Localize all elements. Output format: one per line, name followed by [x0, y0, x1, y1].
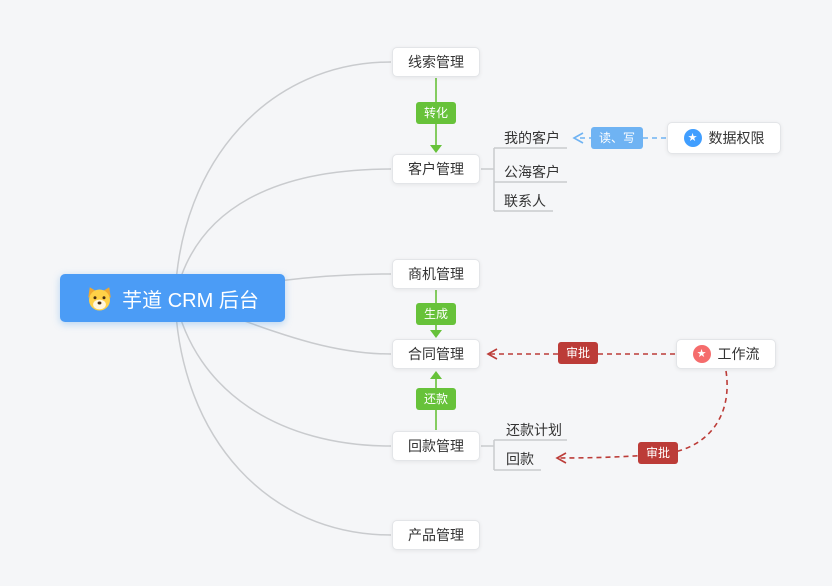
- node-workflow-label: 工作流: [717, 346, 760, 362]
- badge-approve-receivable[interactable]: 审批: [638, 442, 679, 464]
- badge-read-write[interactable]: 读、写: [591, 127, 644, 149]
- node-contracts[interactable]: 合同管理: [392, 339, 480, 369]
- node-customers[interactable]: 客户管理: [392, 154, 480, 184]
- leaf-payment[interactable]: 回款: [506, 451, 534, 467]
- badge-approve-contract[interactable]: 审批: [558, 342, 599, 364]
- node-products[interactable]: 产品管理: [392, 520, 480, 550]
- bracket-customers-children: [481, 147, 567, 212]
- arrow-repay-up-icon: [430, 371, 442, 379]
- node-leads-label: 线索管理: [408, 54, 464, 70]
- node-workflow[interactable]: ★ 工作流: [676, 339, 776, 369]
- node-data-permission-label: 数据权限: [708, 130, 765, 146]
- arrow-convert-down-icon: [430, 145, 442, 153]
- badge-convert[interactable]: 转化: [416, 102, 457, 124]
- bracket-receivables-children: [481, 439, 567, 471]
- arrow-read-write-left-icon: [572, 132, 584, 144]
- dog-mascot-icon: [88, 286, 111, 310]
- node-data-permission[interactable]: ★ 数据权限: [667, 122, 781, 154]
- arrow-approve-receivable-left-icon: [555, 452, 567, 464]
- node-opportunities[interactable]: 商机管理: [392, 259, 480, 289]
- leaf-repayment-plan[interactable]: 还款计划: [506, 422, 562, 438]
- root-node-label: 芋道 CRM 后台: [122, 289, 259, 312]
- leaf-my-customers[interactable]: 我的客户: [504, 130, 560, 146]
- leaf-public-customers[interactable]: 公海客户: [504, 164, 560, 180]
- star-icon: ★: [692, 345, 711, 363]
- leaf-contacts[interactable]: 联系人: [504, 193, 546, 209]
- node-customers-label: 客户管理: [408, 161, 464, 177]
- green-flow-arrows: [430, 78, 442, 430]
- arrow-approve-contract-left-icon: [486, 348, 498, 360]
- badge-repay[interactable]: 还款: [416, 388, 457, 410]
- node-products-label: 产品管理: [408, 527, 464, 543]
- curve-root-to-leads: [174, 61, 392, 299]
- curve-root-to-receivables: [174, 297, 392, 447]
- node-contracts-label: 合同管理: [408, 346, 464, 362]
- curve-root-to-products: [174, 297, 392, 536]
- node-receivables-label: 回款管理: [408, 438, 464, 454]
- node-leads[interactable]: 线索管理: [392, 47, 480, 77]
- curve-root-to-customers: [174, 168, 392, 299]
- star-icon: ★: [683, 129, 702, 147]
- node-receivables[interactable]: 回款管理: [392, 431, 480, 461]
- root-node-crm-backend[interactable]: 芋道 CRM 后台: [60, 274, 285, 322]
- node-opportunities-label: 商机管理: [408, 266, 464, 282]
- arrow-generate-down-icon: [430, 330, 442, 338]
- badge-generate[interactable]: 生成: [416, 303, 457, 325]
